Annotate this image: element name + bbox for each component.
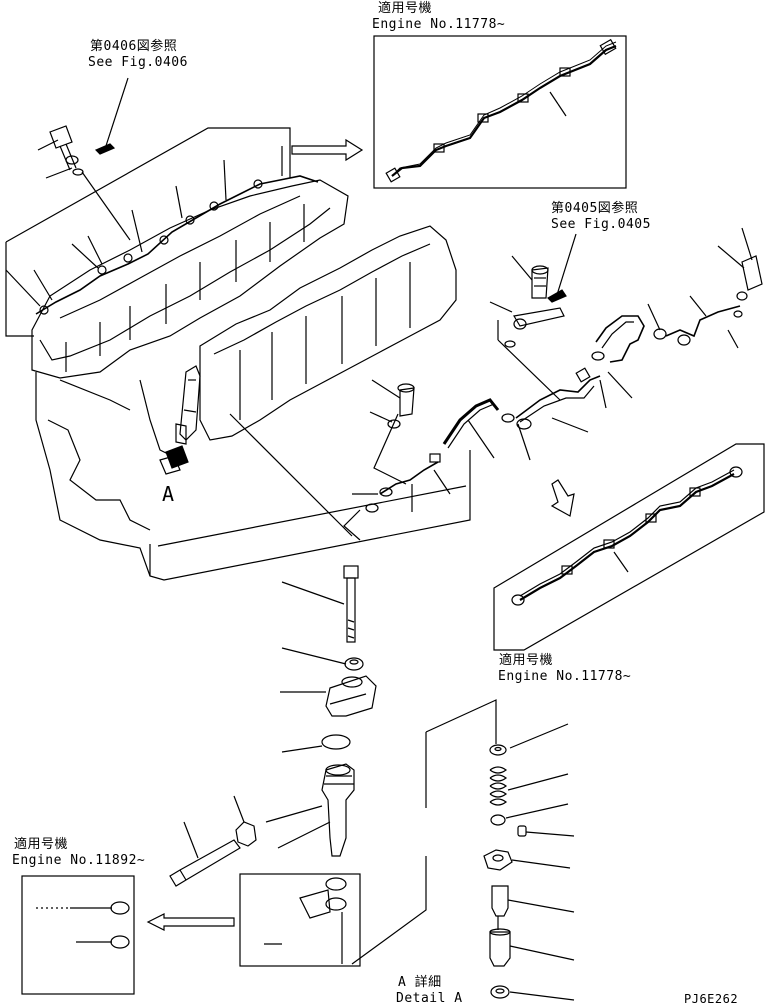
ref-0405-jp: 第0405図参照 [551, 201, 639, 216]
ref-0405-en: See Fig.0405 [551, 217, 651, 232]
ref-0405-arrowhead [547, 289, 567, 303]
arrow-to-top-callout [291, 138, 364, 162]
detail-a-jp: A 詳細 [398, 975, 442, 990]
applicable-mid-jp: 適用号機 [499, 653, 554, 668]
applicable-left-jp: 適用号機 [14, 837, 69, 852]
lower-mid-callout [239, 873, 361, 967]
engine-block [5, 125, 471, 581]
detail-a-en: Detail A [396, 991, 463, 1006]
applicable-top-jp: 適用号機 [378, 1, 433, 16]
ref-0406-arrowhead [94, 143, 116, 155]
injector-stack [169, 565, 377, 887]
engine-left: Engine No.11892~ [12, 853, 146, 868]
ref-0406-jp: 第0406図参照 [90, 39, 178, 54]
engine-top: Engine No.11778~ [372, 17, 506, 32]
mid-injection-tube-callout [493, 443, 765, 651]
ref-0405-leader [555, 233, 577, 299]
detail-a-parts [351, 699, 575, 1001]
top-injection-tube-callout [373, 35, 627, 189]
drawing-code: PJ6E262 [684, 992, 739, 1006]
lower-left-callout [21, 875, 235, 995]
right-tube-assembly [229, 227, 763, 541]
engine-mid: Engine No.11778~ [498, 669, 632, 684]
view-a-label: A [162, 482, 175, 506]
ref-0406-en: See Fig.0406 [88, 55, 188, 70]
ref-0406-leader [103, 77, 129, 153]
